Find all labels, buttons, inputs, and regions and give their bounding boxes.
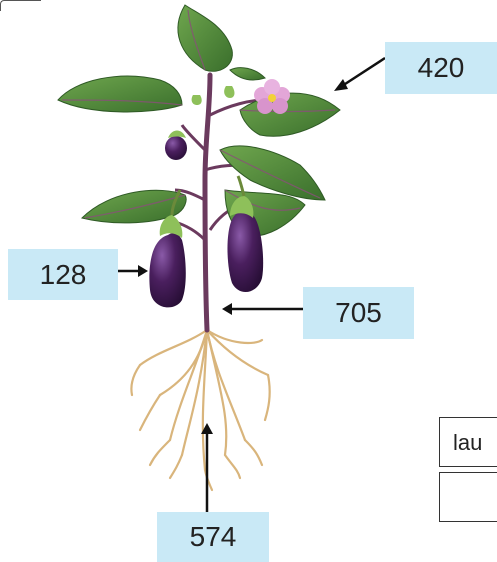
flower xyxy=(254,79,290,114)
small-eggplant xyxy=(165,131,187,161)
root-label: 574 xyxy=(157,512,269,562)
main-stem xyxy=(205,75,210,330)
answer-box-1[interactable]: lau xyxy=(439,417,497,467)
answer-box-2[interactable] xyxy=(439,472,497,522)
roots xyxy=(131,330,269,490)
fruit-label: 128 xyxy=(8,249,118,300)
stem-label: 705 xyxy=(303,287,414,339)
flower-label: 420 xyxy=(385,42,497,94)
leaves xyxy=(58,5,340,236)
